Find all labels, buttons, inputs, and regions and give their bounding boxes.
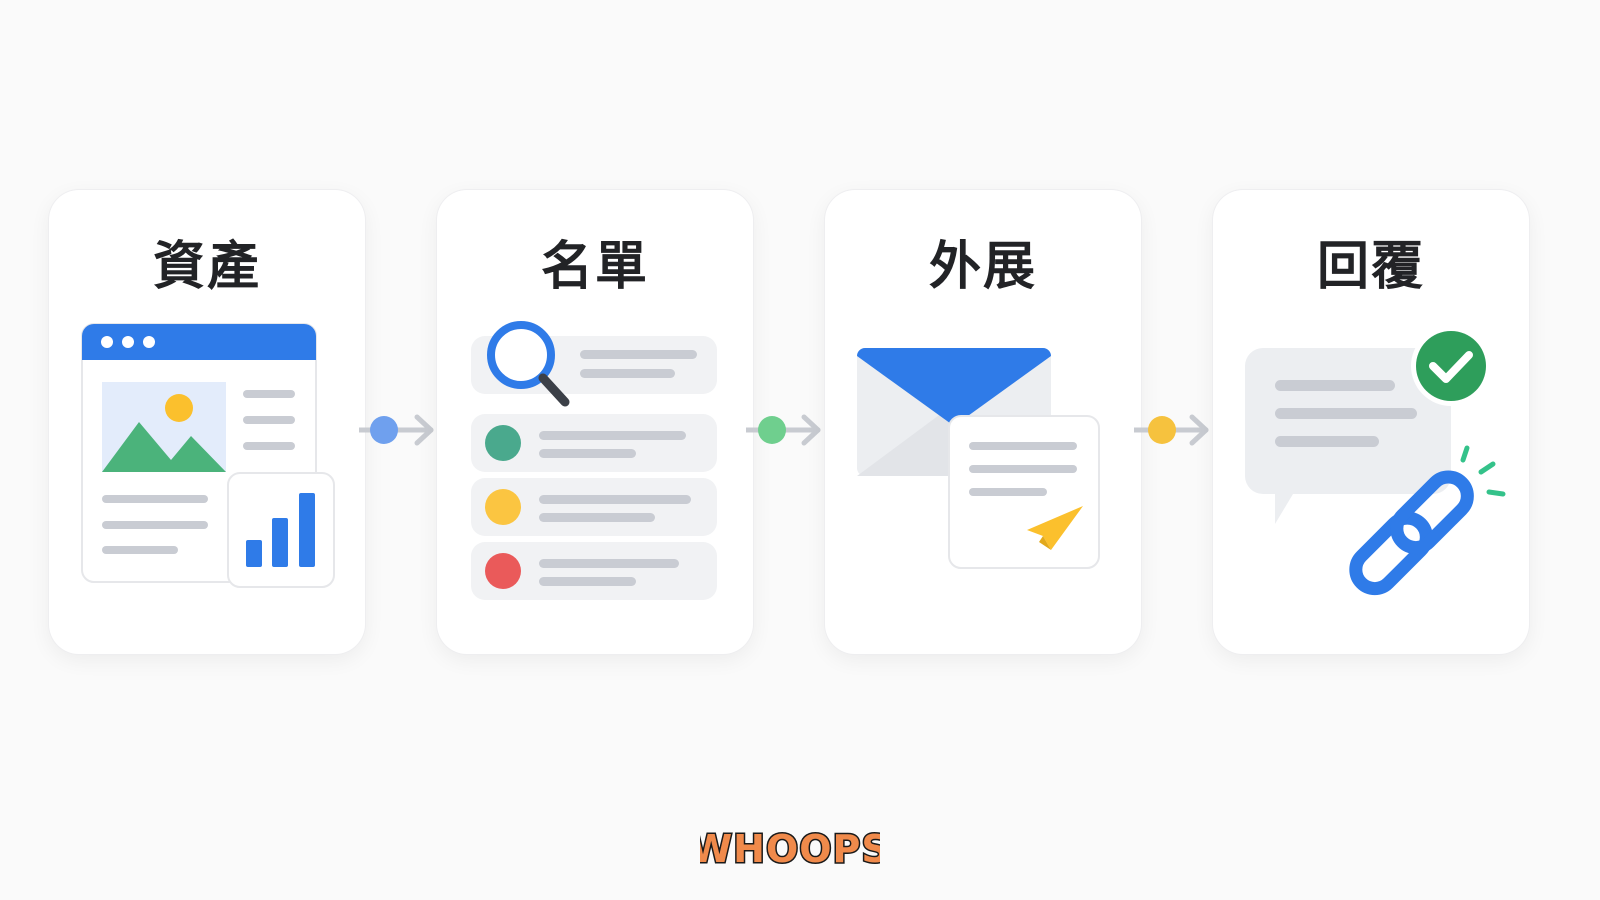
mail-send-icon [857, 348, 1100, 569]
search-list-icon [471, 321, 717, 600]
logo-text: WHOOPS [700, 827, 880, 871]
browser-with-chart-icon [81, 323, 335, 588]
step-card-assets: 資產 [49, 190, 365, 654]
step-title: 外展 [928, 237, 1037, 297]
whoops-logo: WHOOPS [700, 826, 880, 873]
step-card-reply: 回覆 [1213, 190, 1529, 654]
step-card-outreach: 外展 [825, 190, 1141, 654]
step-title: 名單 [540, 237, 649, 297]
step-title: 回覆 [1316, 237, 1425, 297]
step-title: 資產 [152, 237, 261, 297]
step-card-list: 名單 [437, 190, 753, 654]
flow-arrow-connector [1134, 414, 1209, 446]
flow-arrow-connector [746, 414, 821, 446]
reply-link-icon [1245, 326, 1506, 596]
flow-arrow-connector [359, 414, 434, 446]
